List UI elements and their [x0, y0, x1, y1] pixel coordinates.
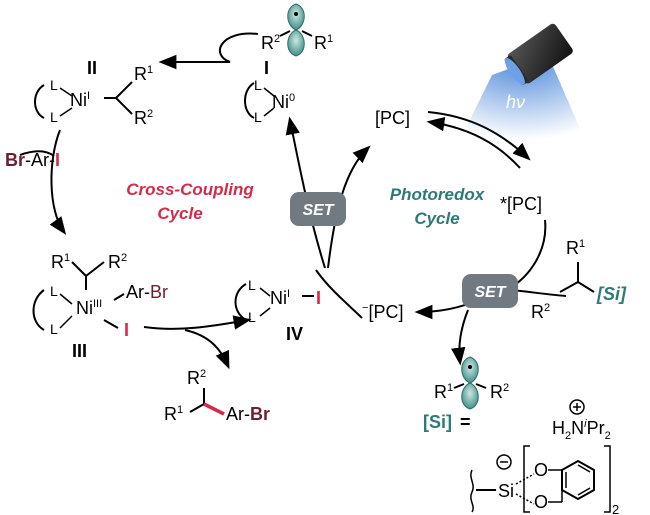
- svg-text:R2: R2: [108, 252, 127, 272]
- svg-text:R2: R2: [531, 302, 550, 322]
- photoredox-title: Photoredox: [390, 185, 486, 204]
- svg-text:L: L: [254, 109, 262, 125]
- svg-text:O: O: [534, 460, 548, 480]
- curly-bond-icon: [234, 283, 247, 321]
- lamp-icon: hν: [460, 23, 585, 140]
- radical-release-arrow: [451, 309, 469, 366]
- svg-text:L: L: [248, 309, 256, 325]
- pc-ground-state: [PC]: [375, 108, 410, 128]
- set-badge-left: SET: [290, 192, 346, 226]
- svg-text:R1: R1: [566, 238, 585, 258]
- p-orbital-icon: [287, 3, 305, 57]
- curly-bond-icon: [32, 289, 45, 331]
- r2-label: R2: [261, 33, 280, 53]
- radical-addition-arrow: [158, 32, 259, 70]
- bis-catecholato-silicate: Si O O 2: [470, 445, 619, 515]
- charge-minus-icon: [496, 454, 512, 470]
- cross-coupling-subtitle: Cycle: [157, 204, 202, 223]
- complex-IV-label: IV: [286, 324, 303, 344]
- silicate-tag: [Si]: [596, 284, 627, 304]
- cross-coupling-title: Cross-Coupling: [126, 180, 254, 199]
- ni3-label: NiIII: [76, 298, 102, 318]
- svg-text:L: L: [254, 77, 262, 93]
- svg-text:SET: SET: [302, 202, 334, 219]
- photoredox-subtitle: Cycle: [414, 209, 459, 228]
- charge-plus-icon: [569, 399, 585, 415]
- svg-text:SET: SET: [474, 284, 506, 301]
- svg-text:L: L: [248, 277, 256, 293]
- svg-text:Ar-Br: Ar-Br: [226, 404, 270, 424]
- svg-text:Si: Si: [498, 481, 514, 501]
- ammonium-cation: H2NiPr2: [552, 399, 611, 442]
- cross-coupled-product: R2 R1 Ar-Br: [164, 368, 270, 424]
- ni0-label: Ni0: [272, 92, 295, 112]
- set-badge-right: SET: [462, 274, 518, 308]
- svg-text:H2NiPr2: H2NiPr2: [552, 418, 611, 442]
- svg-text:R1: R1: [164, 404, 183, 424]
- svg-text:O: O: [534, 492, 548, 512]
- complex-I: I L L Ni0: [244, 58, 295, 125]
- svg-text:R1: R1: [434, 382, 453, 402]
- alkyl-silicate: R1 R2 [Si]: [531, 238, 627, 322]
- svg-text:R1: R1: [51, 252, 70, 272]
- ni1-label: NiI: [70, 90, 90, 110]
- svg-text:I: I: [316, 288, 321, 308]
- ni1-iodide-label: NiI: [270, 288, 290, 308]
- curly-bond-icon: [34, 84, 45, 119]
- svg-text:R2: R2: [187, 368, 206, 388]
- hv-label: hν: [506, 92, 525, 112]
- ar-br-ligand: Ar-Br: [126, 282, 168, 302]
- complex-I-label: I: [264, 58, 269, 78]
- complex-III: R1 R2 L L NiIII Ar-Br I III: [32, 252, 168, 361]
- p-orbital-icon: [461, 356, 479, 410]
- svg-text:L: L: [50, 283, 58, 299]
- svg-text:L: L: [50, 77, 58, 93]
- svg-text:L: L: [50, 109, 58, 125]
- complex-II-label: II: [87, 58, 97, 78]
- reductive-elimination-arrow: [143, 315, 252, 330]
- pc-excited-state: *[PC]: [500, 194, 542, 214]
- svg-text:R2: R2: [490, 382, 509, 402]
- alkyl-radical-top: R2 R1: [261, 3, 333, 57]
- curly-bond-icon: [244, 82, 255, 119]
- svg-text:R1: R1: [134, 64, 153, 84]
- svg-text:I: I: [124, 320, 129, 340]
- oxidative-addition-arrow: [49, 129, 67, 235]
- complex-IV: L L NiI I IV: [234, 277, 321, 344]
- complex-III-label: III: [72, 341, 87, 361]
- pc-reduced-state: −[PC]: [362, 302, 403, 322]
- alkyl-radical-bottom: R1 R2: [434, 356, 509, 410]
- complex-II: II L L NiI R1 R2: [34, 58, 153, 128]
- svg-text:R2: R2: [134, 108, 153, 128]
- svg-text:L: L: [50, 321, 58, 337]
- si-definition: [Si]=: [423, 412, 471, 432]
- r1-label: R1: [314, 33, 333, 53]
- svg-text:2: 2: [612, 502, 619, 515]
